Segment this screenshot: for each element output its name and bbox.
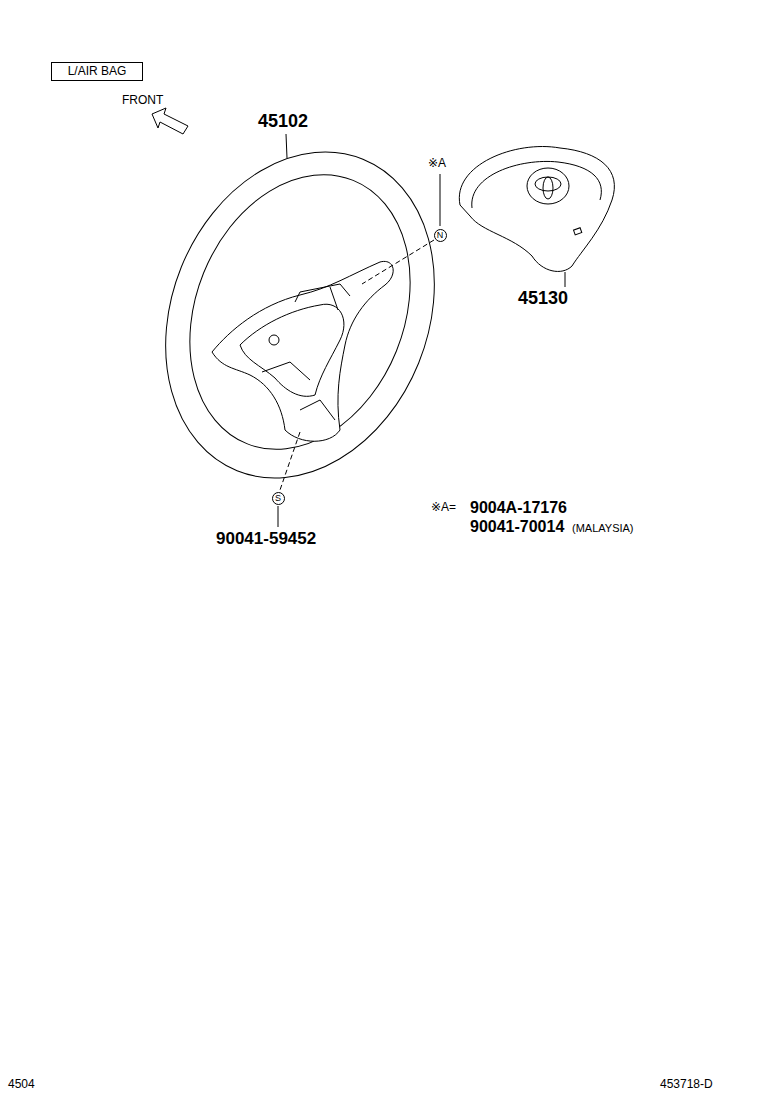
- leader-line: [280, 432, 300, 490]
- note-ref: ※A: [428, 157, 446, 170]
- leader-line: [286, 134, 287, 158]
- leader-line: [565, 272, 566, 287]
- note-text: (MALAYSIA): [572, 522, 634, 534]
- wheel-hub: [212, 261, 393, 441]
- part-number: 45102: [258, 112, 308, 132]
- symbol-circle: N: [434, 229, 447, 242]
- airbag-mark: [573, 228, 581, 235]
- front-arrow: [152, 108, 188, 134]
- page-number: 4504: [8, 1078, 35, 1091]
- emblem: [535, 177, 561, 191]
- symbol-circle: S: [272, 492, 285, 505]
- note-box: L/AIR BAG: [51, 62, 143, 81]
- emblem: [543, 177, 553, 199]
- hub-detail: [262, 284, 350, 420]
- part-number: 90041-59452: [216, 530, 316, 549]
- leader-line: [362, 240, 434, 284]
- wheel-rim-inner: [150, 141, 449, 482]
- note-ref: ※A=: [431, 501, 456, 514]
- figure-code: 453718-D: [660, 1078, 713, 1091]
- hub-pocket: [240, 304, 344, 396]
- hub-nut: [269, 335, 279, 345]
- airbag-pad: [459, 147, 614, 272]
- part-number: 45130: [518, 289, 568, 309]
- part-number: 9004A-17176: [470, 499, 567, 517]
- leader-line: [278, 506, 279, 527]
- part-number: 90041-70014: [470, 518, 564, 536]
- direction-label: FRONT: [122, 94, 163, 107]
- node-text: N: [437, 231, 444, 240]
- emblem: [527, 168, 569, 204]
- node-text: S: [275, 494, 281, 503]
- airbag-pad-edge: [472, 161, 602, 208]
- node-text: L/AIR BAG: [68, 65, 127, 77]
- leader-line: [440, 174, 441, 226]
- wheel-rim: [118, 111, 481, 518]
